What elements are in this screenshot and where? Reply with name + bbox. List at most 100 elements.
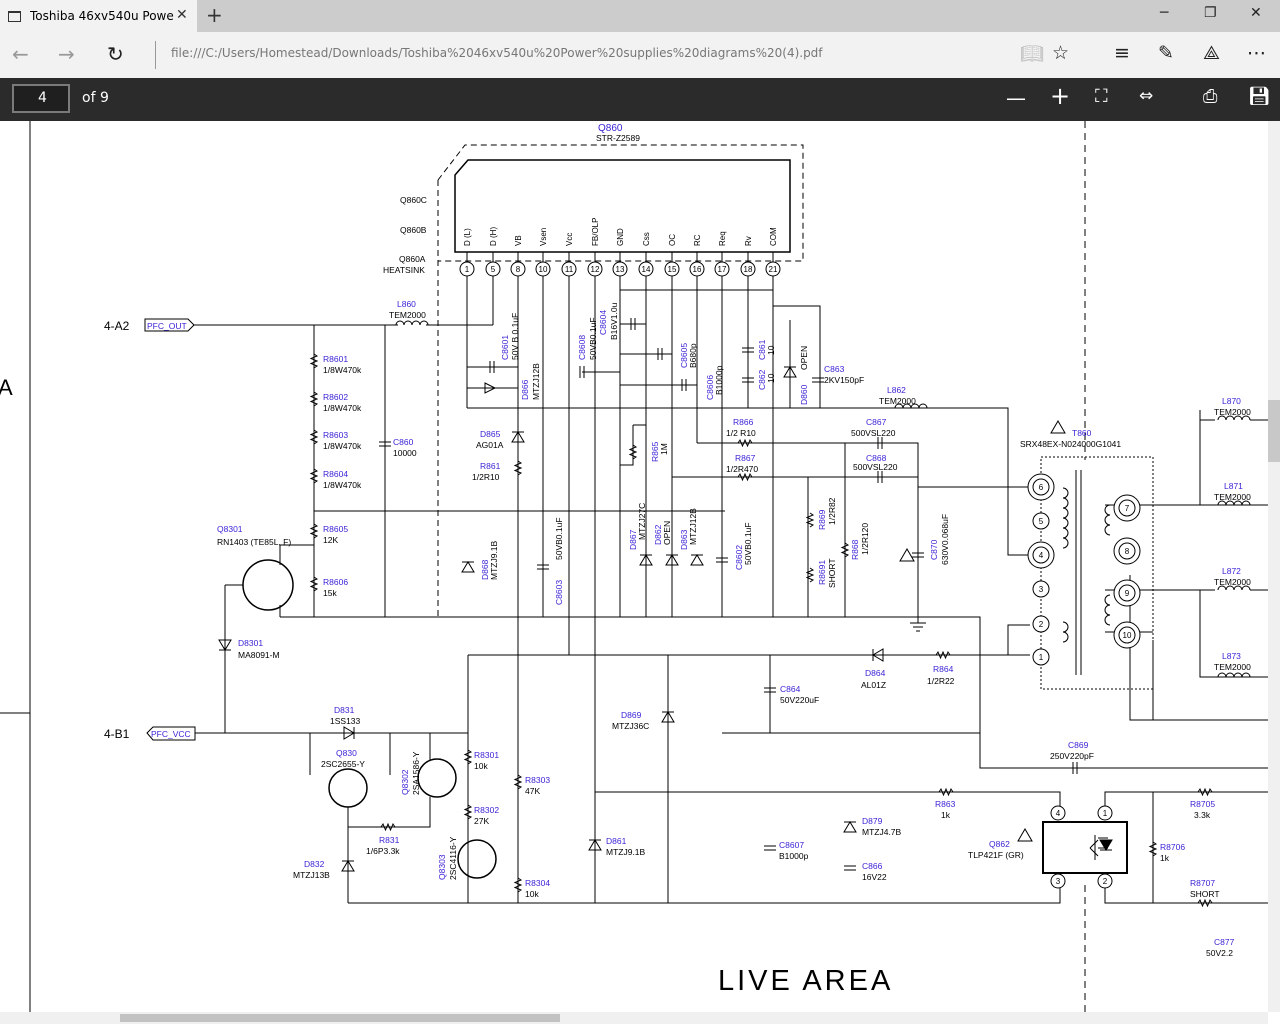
ic-pin-number: 17 <box>718 265 727 274</box>
component-ref: R8706 <box>1160 842 1185 852</box>
ic-pin-number: 13 <box>616 265 625 274</box>
component-value: 50VB0.1uF <box>588 317 598 360</box>
horizontal-scroll-thumb[interactable] <box>120 1014 560 1022</box>
component-ref: R868 <box>850 539 860 560</box>
new-tab-button[interactable]: + <box>206 3 223 27</box>
component-ref: R869 <box>817 509 827 530</box>
ic-pin-name: OC <box>668 234 677 246</box>
minimize-button[interactable]: ─ <box>1160 5 1169 21</box>
zoom-in-icon[interactable]: + <box>1050 82 1071 110</box>
component-value: OPEN <box>799 346 809 370</box>
component-value: AG01A <box>476 440 504 450</box>
component-ref: L871 <box>1224 481 1243 491</box>
capacitor-symbol <box>630 318 636 330</box>
close-tab-icon[interactable]: ✕ <box>176 7 188 23</box>
fit-width-icon[interactable]: ⇔ <box>1139 86 1154 106</box>
print-icon[interactable]: ⎙ <box>1203 86 1218 107</box>
ic-pin-circle <box>638 261 654 277</box>
forward-arrow-icon[interactable]: → <box>58 42 75 66</box>
component-ref: Q8303 <box>437 854 447 880</box>
component-ref: C8605 <box>679 343 689 368</box>
component-value: 50V2.2 <box>1206 948 1233 958</box>
component-ref: R865 <box>650 441 660 462</box>
vertical-scrollbar[interactable] <box>1268 121 1280 1012</box>
resistor-symbol <box>1148 841 1158 857</box>
component-labels: L860TEM2000R86011/8W470kR86021/8W470kR86… <box>217 299 1251 958</box>
component-ref: D861 <box>606 836 627 846</box>
ic-pin-name: Css <box>642 232 651 246</box>
resistor-symbol <box>938 787 954 797</box>
transformer-pin <box>1118 542 1136 560</box>
share-icon[interactable]: ⟁ <box>1203 42 1220 64</box>
component-ref: R8604 <box>323 469 348 479</box>
ic-pin-circle <box>612 261 628 277</box>
capacitor-symbol <box>877 437 883 449</box>
component-value: 12K <box>323 535 338 545</box>
opto-pin <box>1050 873 1066 889</box>
diode-symbol <box>843 821 857 833</box>
favorite-star-icon[interactable]: ☆ <box>1052 42 1070 64</box>
capacitor-symbol <box>1072 762 1078 774</box>
component-value: SHORT <box>827 558 837 588</box>
component-value: B1000p <box>714 365 724 395</box>
component-value: MTZJ4.7B <box>862 827 902 837</box>
capacitor-symbol <box>579 366 585 378</box>
refresh-icon[interactable]: ↻ <box>107 42 124 66</box>
vertical-scroll-thumb[interactable] <box>1268 400 1280 462</box>
web-note-icon[interactable]: ✎ <box>1158 42 1174 64</box>
hub-icon[interactable]: ≡ <box>1114 42 1130 64</box>
component-ref: R8605 <box>323 524 348 534</box>
component-ref: R8301 <box>474 750 499 760</box>
navigation-bar: ← → ↻ file:///C:/Users/Homestead/Downloa… <box>0 32 1280 78</box>
ic-pin-circle <box>459 261 475 277</box>
component-value: 1k <box>941 810 951 820</box>
tab-pdf[interactable]: Toshiba 46xv540u Powe ✕ <box>0 0 197 32</box>
ic-q860c: Q860C <box>400 195 427 205</box>
transformer-pin <box>1118 626 1136 644</box>
component-value: MTZJ12B <box>531 363 541 400</box>
component-ref: D867 <box>628 529 638 550</box>
component-ref: R8707 <box>1190 878 1215 888</box>
component-value: OPEN <box>662 521 672 545</box>
component-value: 1SS133 <box>330 716 361 726</box>
component-ref: D864 <box>865 668 886 678</box>
page-number-input[interactable]: 4 <box>12 84 70 113</box>
component-value: MTZJ13B <box>293 870 330 880</box>
opto-pin <box>1050 805 1066 821</box>
component-value: 1/2R22 <box>927 676 955 686</box>
ic-q860b: Q860B <box>400 225 427 235</box>
address-bar[interactable]: file:///C:/Users/Homestead/Downloads/Tos… <box>171 46 823 60</box>
tab-bar: Toshiba 46xv540u Powe ✕ + ─ ❐ ✕ <box>0 0 1280 32</box>
component-ref: C862 <box>757 369 767 390</box>
transformer-pin <box>1032 512 1050 530</box>
more-icon[interactable]: ⋯ <box>1247 42 1266 64</box>
restore-button[interactable]: ❐ <box>1204 5 1217 21</box>
component-ref: L873 <box>1222 651 1241 661</box>
ic-ref: Q860 <box>598 123 623 134</box>
reading-view-icon[interactable]: 📖︎ <box>1020 43 1045 65</box>
wires <box>0 121 1268 1012</box>
close-window-button[interactable]: ✕ <box>1250 5 1262 21</box>
diode-symbol <box>218 639 232 651</box>
capacitor-symbol <box>812 377 824 383</box>
resistor-symbol <box>1197 787 1213 797</box>
fit-page-icon[interactable]: ⛶ <box>1095 86 1108 107</box>
zoom-out-icon[interactable]: — <box>1006 86 1026 110</box>
ic-pin-name: Vcc <box>565 233 574 246</box>
component-ref: C8603 <box>554 580 564 605</box>
component-value: 1/2R120 <box>860 523 870 555</box>
component-value: 1M <box>659 443 669 455</box>
ic-pin-circle <box>587 261 603 277</box>
ic-pin-name: GND <box>616 228 625 246</box>
component-value: TEM2000 <box>1214 662 1251 672</box>
ic-pin-number: 16 <box>693 265 702 274</box>
inductor-symbol <box>1217 500 1251 506</box>
component-ref: C8606 <box>705 375 715 400</box>
save-icon[interactable]: 💾︎ <box>1248 86 1271 107</box>
ic-part: STR-Z2589 <box>596 133 640 143</box>
ic-pins: 1D (L)5D (H)8VB10Vsen11Vcc12FB/OLP13GND1… <box>459 218 781 277</box>
transformer-pin <box>1032 615 1050 633</box>
transformer-pin <box>1032 478 1050 496</box>
back-arrow-icon[interactable]: ← <box>12 42 29 66</box>
component-ref: Q8302 <box>400 769 410 795</box>
